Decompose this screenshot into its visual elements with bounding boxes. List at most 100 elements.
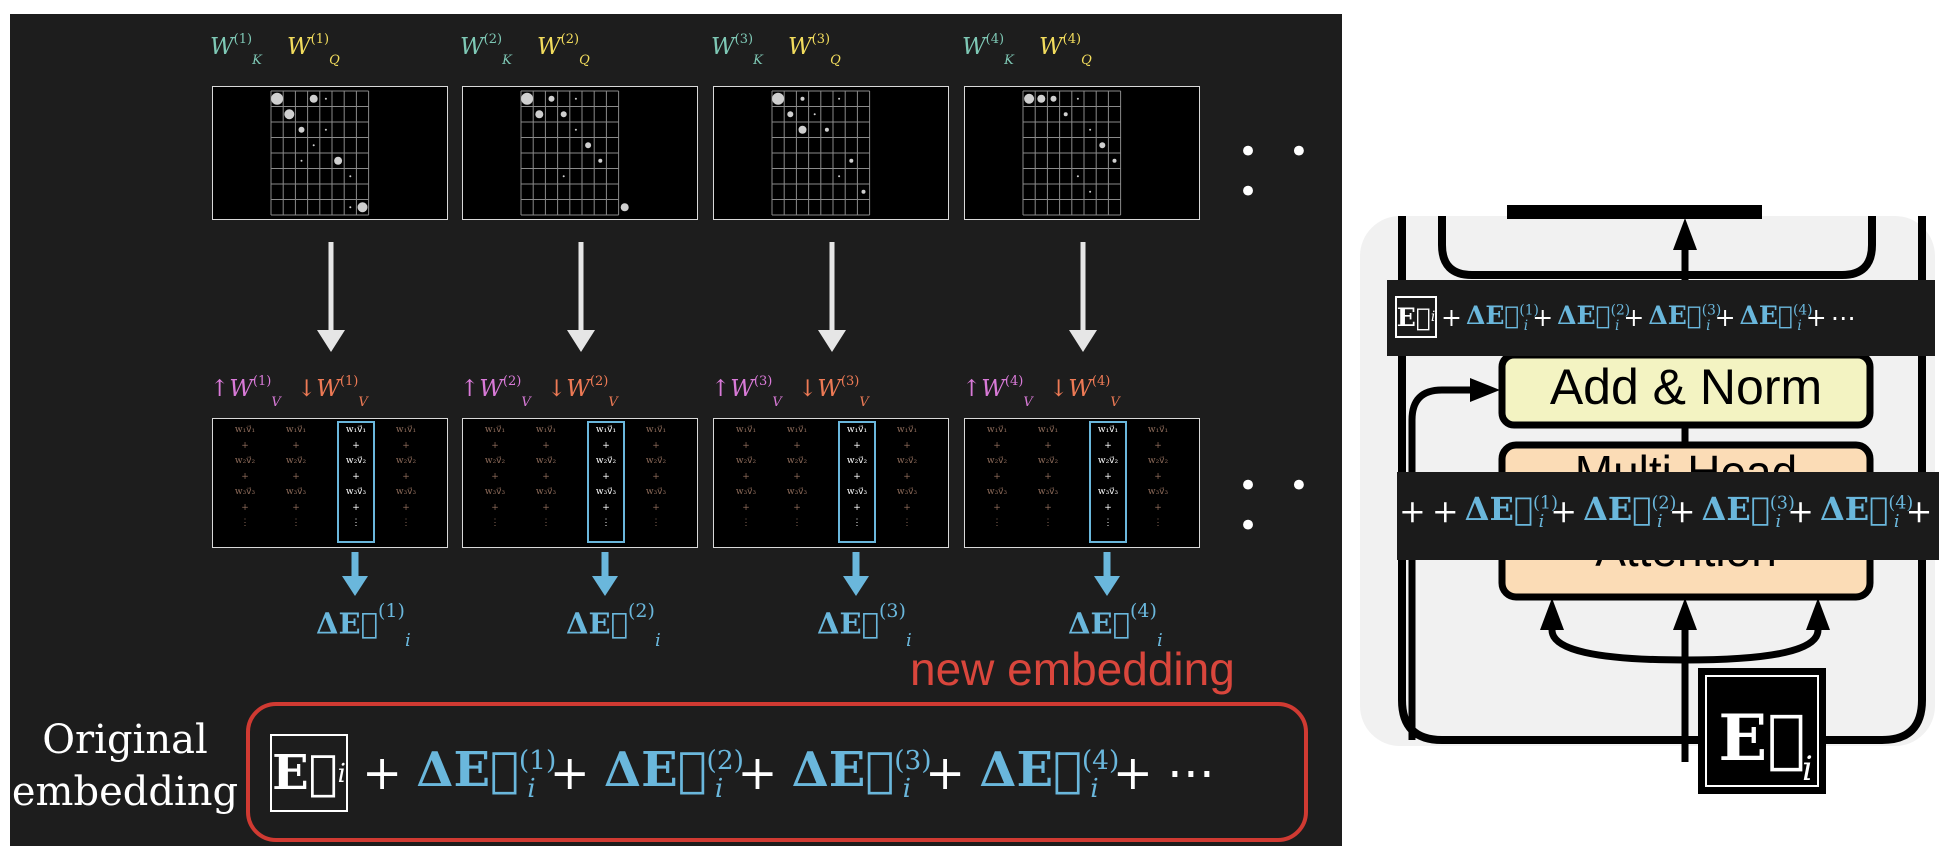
value-cell: w₂v⃗₂ [896,456,918,466]
value-down-label-1: ↓W(1)V [297,374,368,409]
value-cell: + [542,471,550,482]
more-heads-ellipsis-top: • • • [1238,132,1319,212]
key-matrix-label-3: W(3)K [711,32,763,67]
plus-sign: + [1532,302,1554,332]
delta-term-sup: (2) [1651,493,1677,514]
query-matrix-label-2-sup: (2) [560,32,580,48]
input-embedding-box [1698,668,1826,794]
key-query-grid-4 [964,86,1200,220]
delta-term-sub: i [714,772,724,804]
value-cell: + [1154,440,1162,451]
key-matrix-label-1-base: W [210,34,234,60]
query-matrix-label-2-sub: Q [579,52,590,68]
value-cell: + [652,440,660,451]
transformer-block-svg: E⃗ i Add & Norm Multi-Head Attention [1360,205,1935,794]
key-query-grid-1 [212,86,448,220]
value-down-label-4: ↓W(4)V [1049,374,1120,409]
value-cell: ⋮ [792,518,802,528]
base-embedding-box: E⃗i [1395,296,1437,338]
value-cell: w₂v⃗₂ [234,456,256,466]
delta-term-2: ΔE⃗(2)i [1583,490,1676,532]
value-cell: ⋮ [1103,518,1113,528]
attention-dot [849,158,854,163]
delta-term-sup: (4) [1792,302,1813,319]
value-cell: w₂v⃗₂ [535,456,557,466]
key-matrix-label-4-base: W [962,34,986,60]
output-arrow-1 [342,552,368,596]
arrow-head-top [1673,218,1697,250]
attention-dot [787,111,794,118]
value-cell: ⋮ [601,518,611,528]
output-arrow-3 [843,552,869,596]
value-cell: w₁v⃗₁ [484,425,506,435]
value-cell: w₁v⃗₁ [1097,425,1119,435]
value-cell: w₂v⃗₂ [1097,456,1119,466]
value-cell: ⋮ [741,518,751,528]
value-up-label-1-sup: (1) [252,374,272,390]
query-matrix-label-4-sup: (4) [1062,32,1082,48]
value-cell: w₃v⃗₃ [1037,487,1059,497]
plus-sign: + [1787,492,1814,531]
value-cell: ⋮ [401,518,411,528]
value-cell: ⋮ [291,518,301,528]
delta-symbol: ΔE⃗ [566,606,629,641]
value-cell: w₃v⃗₃ [484,487,506,497]
value-cell: + [903,471,911,482]
sum-overlay-middle-equation: ++ΔE⃗(1)i+ΔE⃗(2)i+ΔE⃗(3)i+ΔE⃗(4)i+⋯ [1399,490,1942,532]
delta-term-symbol: ΔE⃗ [1464,490,1534,528]
value-cell: + [993,440,1001,451]
query-matrix-label-2: W(2) Q [537,32,590,67]
key-matrix-label-1-sup: (1) [233,32,253,48]
value-up-label-3: ↑W(3)V [711,374,782,409]
attention-dot [1089,128,1092,131]
value-up-label-4-base: ↑W [962,376,1005,402]
arrow-head-residual [1470,378,1500,402]
delta-term-sub: i [1090,772,1099,804]
value-cell: w₂v⃗₂ [986,456,1008,466]
delta-term-symbol: ΔE⃗ [1465,300,1520,330]
query-matrix-label-4-base: W [1039,34,1063,60]
value-up-label-3-base: ↑W [711,376,754,402]
value-cell: + [903,440,911,451]
delta-subscript: i [905,630,912,652]
delta-symbol: ΔE⃗ [316,606,379,641]
delta-term-symbol: ΔE⃗ [416,742,519,799]
value-vectors-box-4: w₁v⃗₁+w₂v⃗₂+w₃v⃗₃+⋮w₁v⃗₁+w₂v⃗₂+w₃v⃗₃+⋮w₁… [964,418,1200,548]
attention-dot [824,127,829,132]
delta-term-sub: i [1706,317,1711,334]
delta-term-symbol: ΔE⃗ [979,742,1082,799]
trailing-dots: ⋯ [1938,492,1942,530]
base-embedding-symbol: E⃗ [1396,302,1431,332]
query-matrix-label-2-base: W [537,34,561,60]
value-cell: w₃v⃗₃ [1097,487,1119,497]
value-cell: + [402,471,410,482]
key-matrix-label-3-base: W [711,34,735,60]
base-embedding-symbol: E⃗ [272,745,338,801]
value-down-label-3: ↓W(3)V [798,374,869,409]
delta-term-sup: (1) [1533,493,1558,514]
value-cell: + [742,471,750,482]
value-cell: ⋮ [351,518,361,528]
value-cell: w₁v⃗₁ [735,425,757,435]
attention-dot [334,156,343,165]
value-up-label-2-base: ↑W [460,376,503,402]
input-embedding-inner-border [1705,675,1819,787]
down-arrow-4 [1069,242,1097,352]
plus-sign: + [737,745,778,801]
attention-dot [598,158,603,163]
delta-term-1: ΔE⃗(1)i [1464,490,1558,532]
key-matrix-label-1-sub: K [252,52,262,68]
delta-symbol: ΔE⃗ [817,606,880,641]
top-sublayer-box [1507,205,1762,219]
value-cell: w₃v⃗₃ [896,487,918,497]
value-down-label-2: ↓W(2)V [547,374,618,409]
delta-term-sup: (1) [1519,302,1539,319]
plus-sign: + [1112,745,1153,801]
sum-overlay-top-equation: E⃗i+ΔE⃗(1)i+ΔE⃗(2)i+ΔE⃗(3)i+ΔE⃗(4)i+⋯ [1395,296,1856,338]
delta-term-sub: i [1614,317,1620,334]
key-matrix-label-4: W(4)K [962,32,1014,67]
attention-dot [357,202,368,213]
value-cell: w₁v⃗₁ [846,425,868,435]
value-up-label-3-sub: V [772,394,782,410]
value-vectors-box-3: w₁v⃗₁+w₂v⃗₂+w₃v⃗₃+⋮w₁v⃗₁+w₂v⃗₂+w₃v⃗₃+⋮w₁… [713,418,949,548]
